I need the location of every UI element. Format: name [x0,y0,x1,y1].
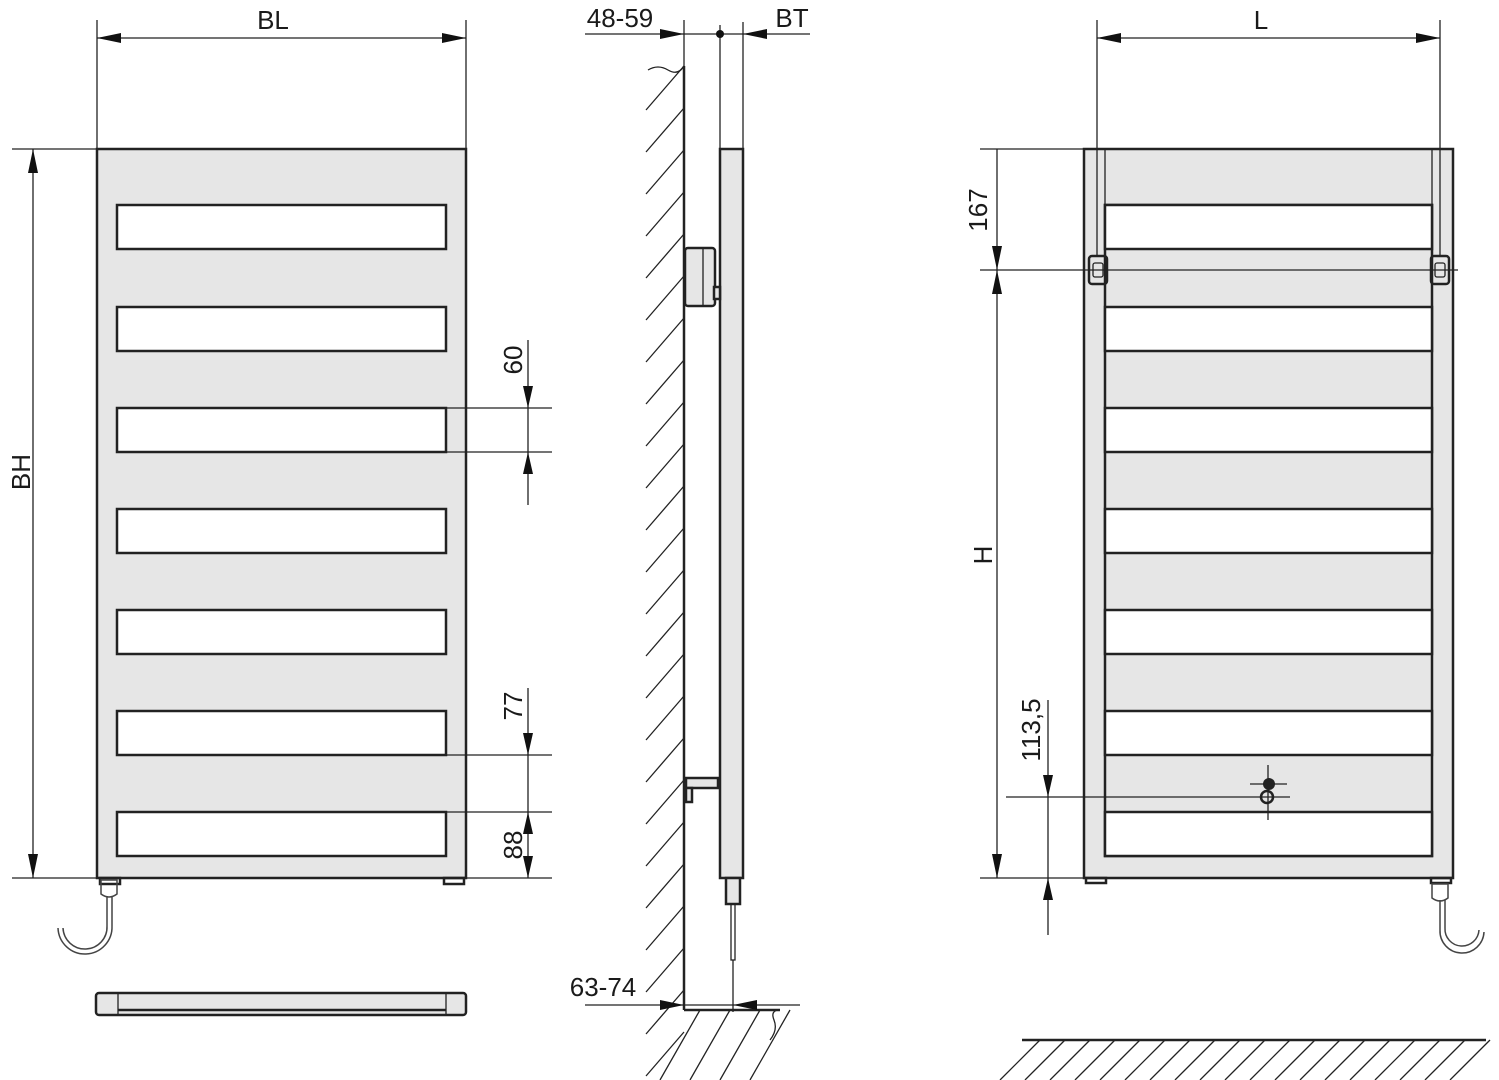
l-label: L [1254,5,1268,35]
hatch-line [719,1009,761,1080]
hatch-line [645,947,685,993]
hatch-line [645,989,685,1035]
hatch-line [645,905,685,951]
bottom-offset-label: 88 [498,831,528,860]
hatch-line [645,569,685,615]
front-slot [115,608,448,656]
hatch-line [1199,1039,1241,1080]
hatch-line [999,1039,1041,1080]
hatch-line [1249,1039,1291,1080]
hatch-line [1124,1039,1166,1080]
hatch-line [645,359,685,405]
rear-tubes [1103,149,1434,858]
hatch-line [1299,1039,1341,1080]
hatch-line [1174,1039,1216,1080]
bh-label: BH [6,454,36,490]
connection-height-label: 113,5 [1016,698,1046,761]
wall-bracket [683,246,717,308]
hatch-line [645,233,685,279]
front-slot [115,507,448,555]
hatch-line [645,821,685,867]
hatch-line [1324,1039,1366,1080]
bracket-offset-label: 167 [963,188,993,231]
h-label: H [968,546,998,565]
hatch-line [659,1009,701,1080]
top-view [94,991,468,1017]
rear-view: L 167 H 113,5 [963,5,1491,1080]
hatch-line [645,695,685,741]
hatch-line [645,191,685,237]
hatch-line [645,779,685,825]
hatch-line [645,737,685,783]
rear-tube-gap [1103,203,1434,251]
side-panel [718,147,745,880]
wall-distance-top-label: 48-59 [587,3,654,33]
front-foot-left [98,876,122,886]
hatch-line [645,527,685,573]
heating-element-cable-icon [57,879,118,955]
hatch-line [689,1009,731,1080]
bottom-bracket [684,776,720,790]
front-slots [115,203,448,858]
hatch-line [1424,1039,1466,1080]
hatch-line [1049,1039,1091,1080]
hatch-line [1224,1039,1266,1080]
hatch-line [645,65,685,111]
depth-label: BT [775,3,808,33]
front-slot [115,709,448,757]
hatch-line [645,653,685,699]
hatch-line [645,1031,685,1077]
rear-tube-gap [1103,507,1434,555]
side-view: 48-59 BT 63-74 [570,3,810,1080]
hatch-line [1399,1039,1441,1080]
hatch-line [645,485,685,531]
hatch-line [645,611,685,657]
slot-height-label: 60 [498,346,528,375]
hatch-line [1149,1039,1191,1080]
rear-tube-gap [1103,709,1434,757]
rear-heating-element-cable-icon [1431,883,1485,954]
hatch-line [1349,1039,1391,1080]
hatch-line [645,149,685,195]
hatch-line [749,1009,791,1080]
hatch-line [1074,1039,1116,1080]
front-slot [115,406,448,454]
hatch-line [645,401,685,447]
hatch-line [645,863,685,909]
front-slot [115,305,448,353]
rear-tube-gap [1103,305,1434,353]
hatch-line [1024,1039,1066,1080]
front-slot [115,810,448,858]
hatch-line [1274,1039,1316,1080]
wall-hatch [645,65,791,1080]
slot-gap-label: 77 [498,692,528,721]
hatch-line [1449,1039,1491,1080]
hatch-line [1099,1039,1141,1080]
floor-hatch [999,1039,1491,1080]
front-slot [115,203,448,251]
rear-tube-gap [1103,406,1434,454]
rear-tube-gap [1103,608,1434,656]
wall-distance-bottom-label: 63-74 [570,972,637,1002]
side-heating-element [724,876,742,906]
front-foot-right [442,876,466,886]
bl-label: BL [257,5,289,35]
hatch-line [645,443,685,489]
hatch-line [645,275,685,321]
hatch-line [1374,1039,1416,1080]
front-view: BL BH 60 77 88 [6,5,552,1017]
hatch-line [645,317,685,363]
hatch-line [645,107,685,153]
